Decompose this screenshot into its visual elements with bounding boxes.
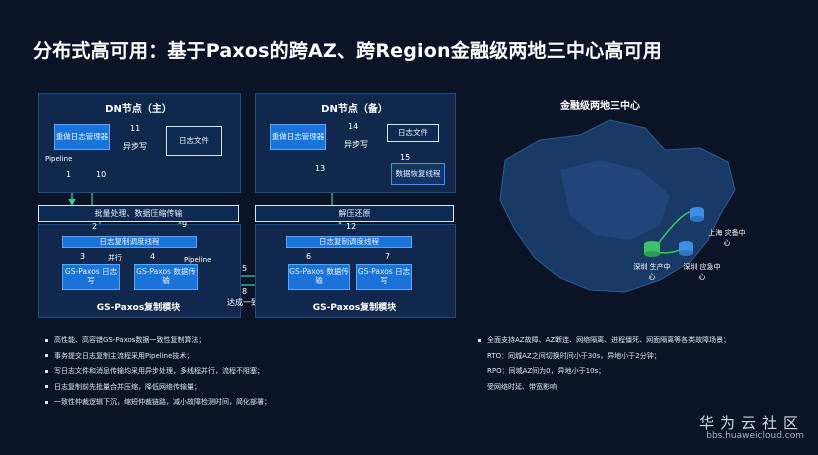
list-item: 事务提交日志复制主流程采用Pipeline技术； <box>45 349 271 365</box>
database-icon <box>644 241 660 257</box>
primary-gs-log-write: GS-Paxos 日志写 <box>62 264 120 290</box>
step-label: 13 <box>315 164 326 173</box>
database-icon <box>679 241 693 256</box>
standby-decompress: 解压还原 <box>255 205 454 222</box>
list-item: 受网络时延、带宽影响 <box>487 382 557 391</box>
brand-url: bbs.huaweicloud.com <box>706 431 804 441</box>
primary-module-label: GS-Paxos复制模块 <box>96 303 181 313</box>
step-label: 14 <box>348 122 359 131</box>
step-label: 12 <box>346 222 357 231</box>
brand-logo-text: 华为云社区 <box>698 414 804 432</box>
shenzhen-dr-label: 深圳 应急中心 <box>683 263 721 281</box>
list-item: 写日志文件和消息传输均采用异步处理，多线程并行，流程不阻塞； <box>45 364 271 380</box>
step-label: 6 <box>306 252 312 261</box>
primary-log-manager: 重做日志管理器 <box>54 124 110 150</box>
step-label: 1 <box>66 170 72 179</box>
page-title: 分布式高可用：基于Paxos的跨AZ、跨Region金融级两地三中心高可用 <box>33 40 662 62</box>
step-label: 4 <box>150 252 156 261</box>
step-label: 15 <box>400 153 411 162</box>
standby-log-thread: 日志复制调度线程 <box>286 236 412 248</box>
left-bullet-list: 高性能、高容错GS-Paxos数据一致性复制算法； 事务提交日志复制主流程采用P… <box>45 333 271 411</box>
primary-batch-compress: 批量处理、数据压缩传输 <box>38 205 239 222</box>
step-label: 10 <box>96 170 107 179</box>
standby-recovery-thread: 数据恢复线程 <box>391 163 445 185</box>
pipeline-label: Pipeline <box>45 155 73 163</box>
right-bullet-list: 全面支持AZ故障、AZ断连、网络隔离、进程僵死、网面隔离等各类故障场景； RTO… <box>478 333 730 395</box>
list-item: 全面支持AZ故障、AZ断连、网络隔离、进程僵死、网面隔离等各类故障场景； <box>478 333 730 349</box>
standby-gs-log-write: GS-Paxos 日志写 <box>356 264 412 290</box>
step-label: 7 <box>385 252 391 261</box>
standby-log-manager: 重做日志管理器 <box>270 124 326 150</box>
primary-log-thread: 日志复制调度线程 <box>62 236 197 248</box>
standby-node-header: DN节点（备） <box>321 104 388 115</box>
parallel-label: 并行 <box>108 254 122 262</box>
primary-node-header: DN节点（主） <box>105 104 172 115</box>
database-icon <box>690 207 704 222</box>
async-write-label: 异步写 <box>123 142 147 151</box>
step-label: 5 <box>242 264 248 273</box>
list-item: 高性能、高容错GS-Paxos数据一致性复制算法； <box>45 333 271 349</box>
standby-log-file: 日志文件 <box>387 124 439 142</box>
list-item: 一致性仲裁逻辑下沉，缩短仲裁链路，减小故障检测时间，简化部署； <box>45 395 271 411</box>
consensus-label: 达成一致 <box>227 298 259 307</box>
step-label: 8 <box>242 287 248 296</box>
step-label: 11 <box>130 124 141 133</box>
standby-gs-transfer: GS-Paxos 数据传输 <box>288 264 350 290</box>
async-write-label: 异步写 <box>344 140 368 149</box>
primary-gs-transfer: GS-Paxos 数据传输 <box>134 264 198 290</box>
step-label: 2 <box>92 222 98 231</box>
shanghai-label: 上海 灾备中心 <box>708 229 746 247</box>
step-label: 3 <box>80 252 86 261</box>
list-item: RTO：同城AZ之间切换时间小于30s，异地小于2分钟； <box>487 351 661 360</box>
china-map-shape <box>499 119 736 293</box>
shenzhen-prod-label: 深圳 生产中心 <box>633 263 671 281</box>
list-item: 日志复制前先批量合并压缩，降低网络传输量； <box>45 380 271 396</box>
standby-module-label: GS-Paxos复制模块 <box>312 303 397 313</box>
step-label: 9 <box>182 220 188 229</box>
list-item: RPO：同城AZ间为0，异地小于10s； <box>487 367 606 375</box>
map-title: 金融级两地三中心 <box>560 101 640 112</box>
primary-log-file: 日志文件 <box>166 126 222 156</box>
pipeline-label: Pipeline <box>184 256 212 264</box>
